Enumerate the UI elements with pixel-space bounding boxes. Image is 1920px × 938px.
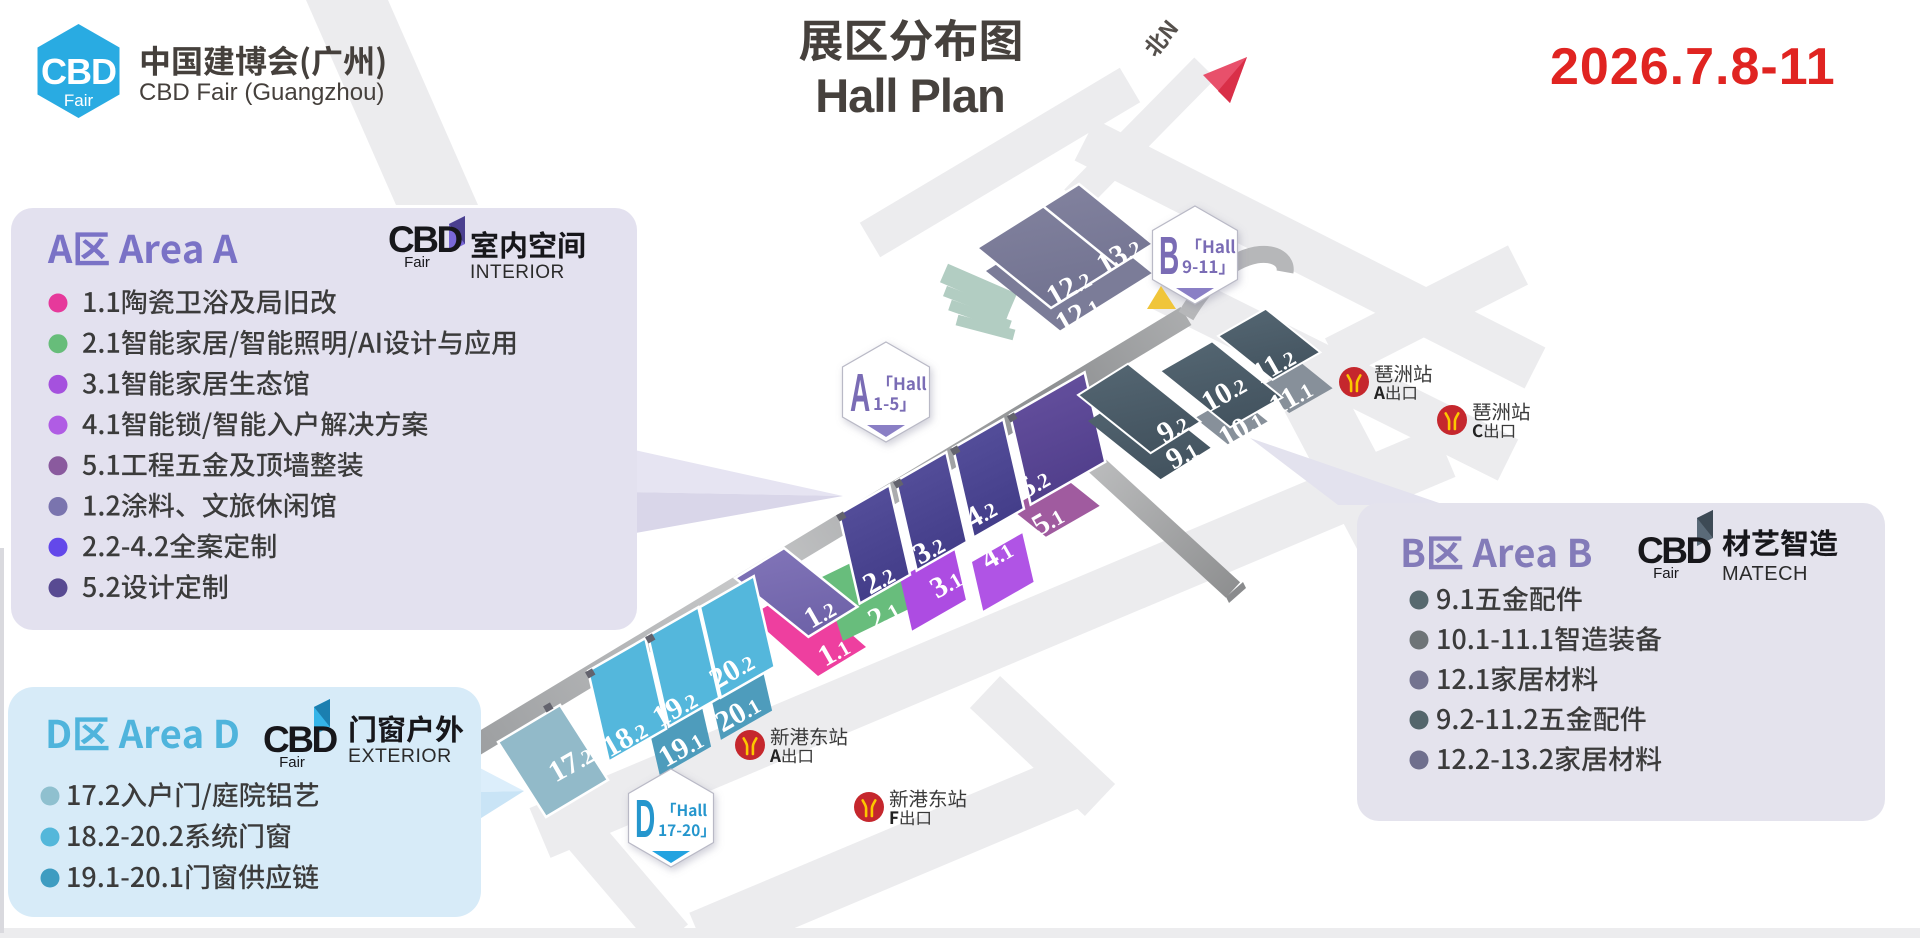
svg-text:Fair: Fair	[1653, 565, 1679, 582]
svg-text:CBD: CBD	[41, 51, 116, 92]
svg-text:D: D	[635, 789, 655, 849]
svg-text:CBD: CBD	[388, 219, 462, 260]
svg-text:MATECH: MATECH	[1722, 563, 1808, 585]
svg-text:CBD: CBD	[1637, 530, 1711, 571]
svg-text:Fair: Fair	[404, 254, 430, 271]
svg-text:CBD Fair (Guangzhou): CBD Fair (Guangzhou)	[139, 79, 384, 106]
svg-text:B: B	[1159, 226, 1179, 286]
svg-text:EXTERIOR: EXTERIOR	[348, 745, 452, 767]
svg-text:INTERIOR: INTERIOR	[470, 262, 565, 283]
svg-text:CBD: CBD	[263, 719, 337, 760]
svg-text:A: A	[850, 363, 870, 423]
svg-text:Fair: Fair	[64, 91, 94, 110]
svg-text:Fair: Fair	[279, 754, 305, 771]
svg-text:Hall Plan: Hall Plan	[815, 69, 1005, 122]
svg-text:2026.7.8-11: 2026.7.8-11	[1550, 38, 1836, 96]
